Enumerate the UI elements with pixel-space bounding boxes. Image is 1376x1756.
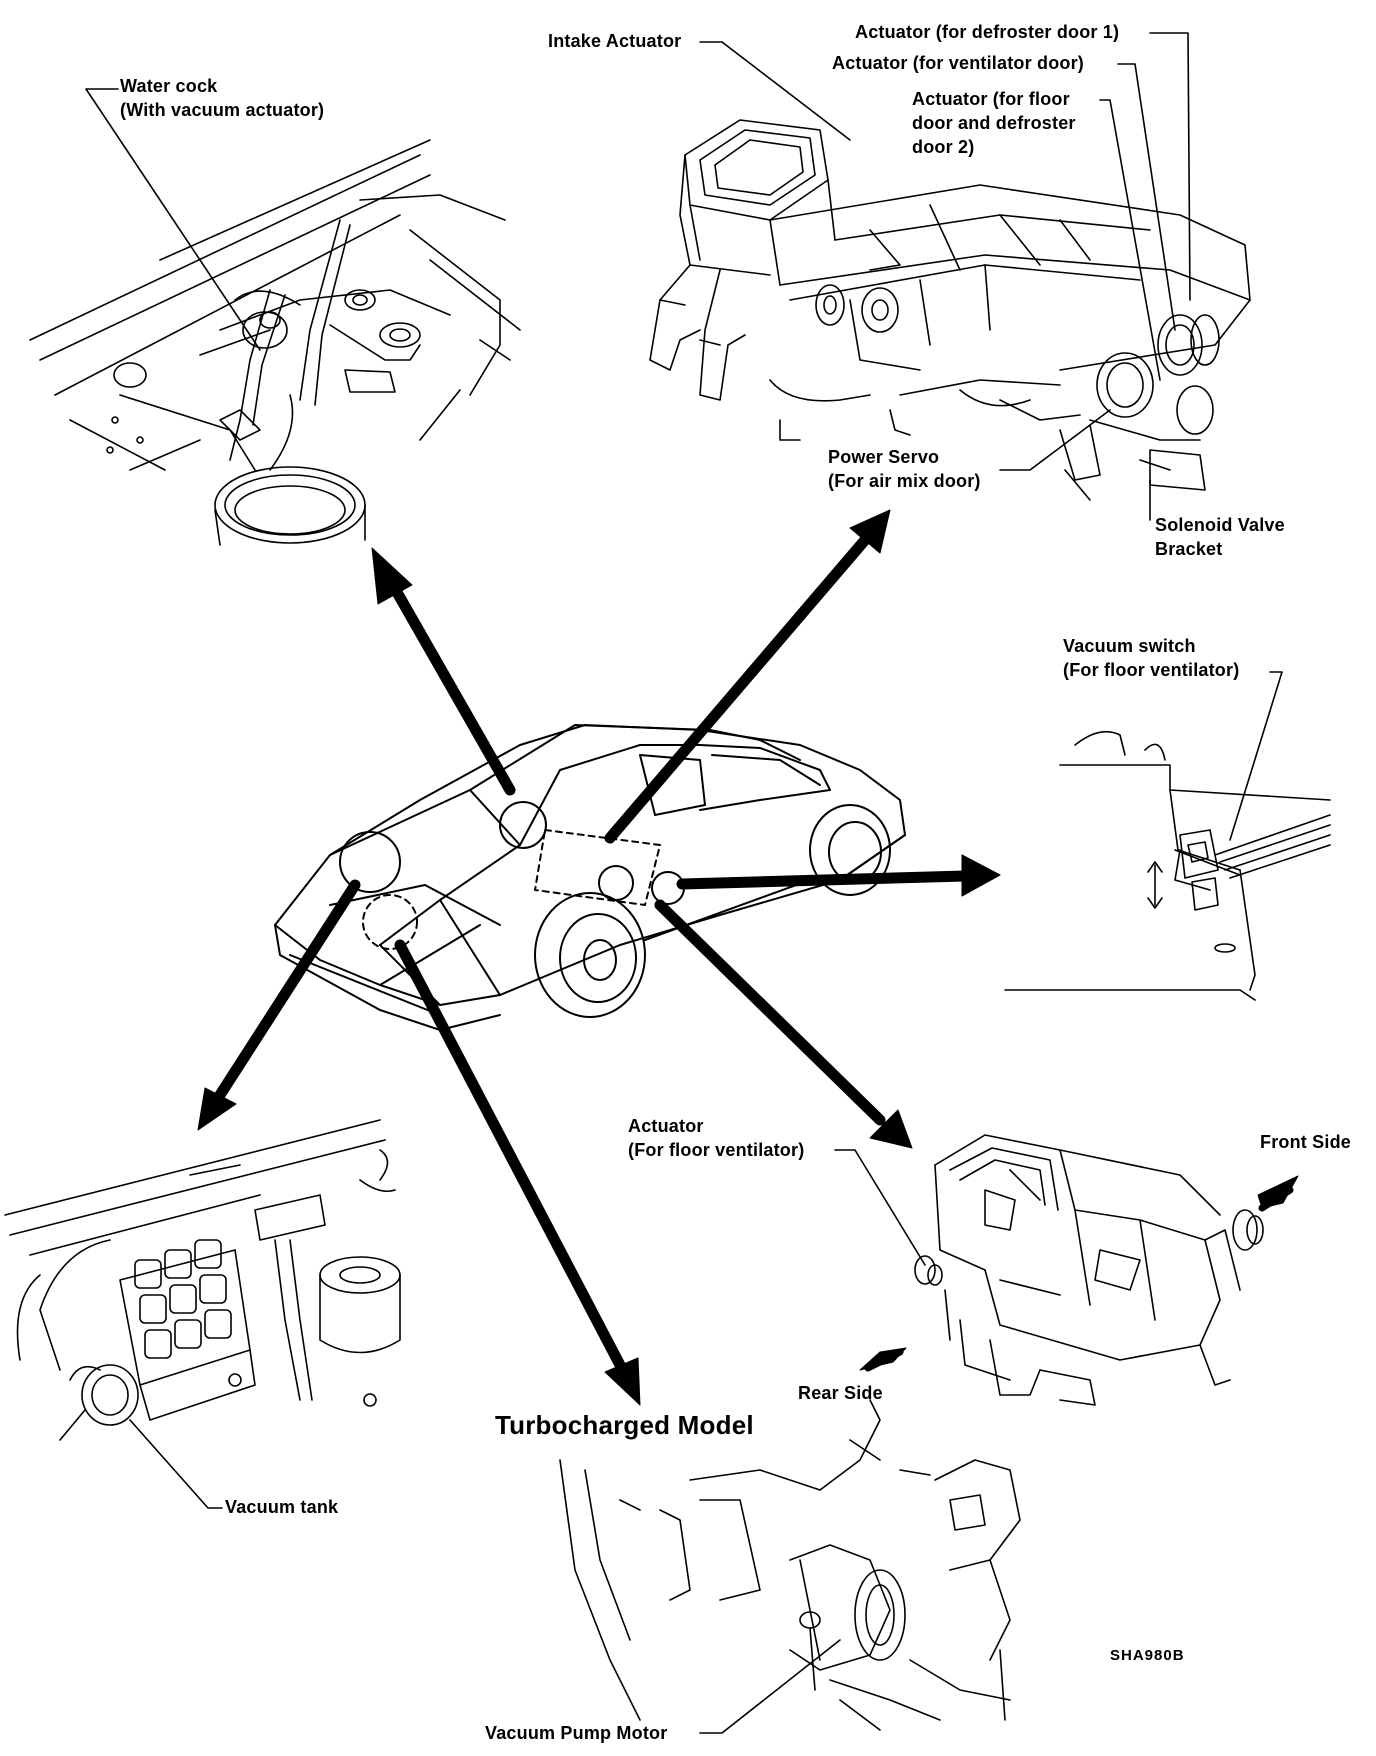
- heater-leaders: [699, 32, 1191, 521]
- water-cock-detail: [29, 139, 521, 546]
- water-cock-label: Water cock: [120, 76, 218, 96]
- actuator-ventilator-door-label: Actuator (for ventilator door): [832, 53, 1084, 73]
- figure-code: SHA980B: [1110, 1647, 1185, 1664]
- solenoid-valve-sublabel: Bracket: [1155, 539, 1223, 559]
- solenoid-valve-label: Solenoid Valve: [1155, 515, 1285, 535]
- callout-arrows: [197, 509, 1299, 1406]
- heater-unit-detail: [649, 119, 1251, 501]
- rear-side-label: Rear Side: [798, 1383, 883, 1403]
- vacuum-tank-label: Vacuum tank: [225, 1497, 339, 1517]
- actuator-defroster-door-1-label: Actuator (for defroster door 1): [855, 22, 1120, 42]
- front-side-label: Front Side: [1260, 1132, 1351, 1152]
- vacuum-tank-detail: [4, 1119, 401, 1441]
- vacuum-tank-leader: [129, 1419, 223, 1509]
- floor-actuator-leader: [834, 1149, 926, 1266]
- actuator-floor-door-label-3: door 2): [912, 137, 975, 157]
- floor-ventilator-detail: [914, 1134, 1264, 1406]
- water-cock-sublabel: (With vacuum actuator): [120, 100, 325, 120]
- vacuum-switch-detail: [1004, 730, 1331, 1001]
- floor-ventilator-actuator-label: Actuator: [628, 1116, 704, 1136]
- power-servo-label: Power Servo: [828, 447, 940, 467]
- floor-ventilator-actuator-sublabel: (For floor ventilator): [628, 1140, 805, 1160]
- vacuum-switch-sublabel: (For floor ventilator): [1063, 660, 1240, 680]
- water-cock-leader: [85, 88, 261, 351]
- vacuum-pump-detail: [559, 1399, 1021, 1731]
- vacuum-switch-label: Vacuum switch: [1063, 636, 1196, 656]
- vacuum-pump-leader: [699, 1639, 841, 1734]
- vacuum-switch-leader: [1229, 671, 1283, 841]
- intake-actuator-label: Intake Actuator: [548, 31, 682, 51]
- power-servo-sublabel: (For air mix door): [828, 471, 981, 491]
- actuator-floor-door-label-2: door and defroster: [912, 113, 1076, 133]
- turbocharged-model-title: Turbocharged Model: [495, 1410, 754, 1440]
- vacuum-pump-motor-label: Vacuum Pump Motor: [485, 1723, 668, 1743]
- actuator-floor-door-label-1: Actuator (for floor: [912, 89, 1070, 109]
